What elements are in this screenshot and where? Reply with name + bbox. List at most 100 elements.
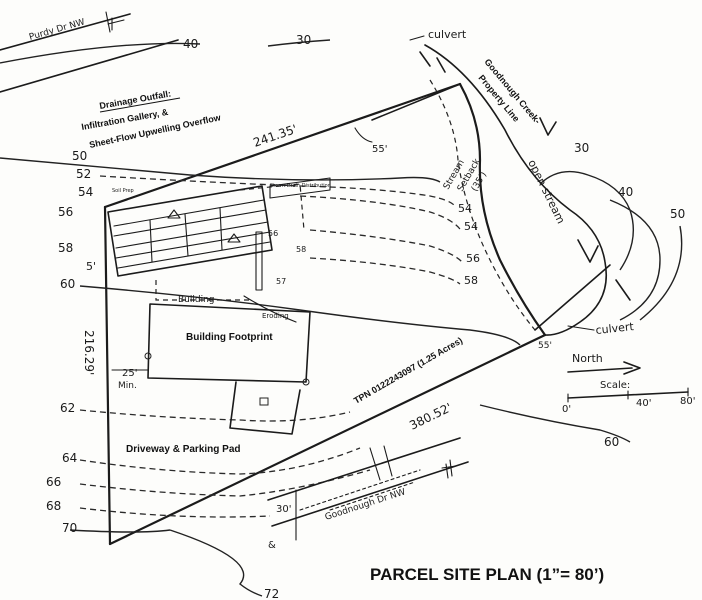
west-boundary-dim: 216.29': [82, 330, 96, 375]
contour-60-right: [479, 404, 631, 443]
creek-property-line: [458, 82, 547, 337]
scale-ticks: [567, 387, 689, 403]
gallery-rows: [113, 199, 271, 269]
contour-label-50-right: 50: [670, 207, 685, 221]
scale-label: Scale:: [600, 380, 630, 391]
contour-label-70: 70: [62, 521, 77, 535]
contour-70: [69, 529, 171, 533]
north-arrow-shaft: [567, 367, 633, 373]
contour-label-62: 62: [60, 401, 75, 415]
purdy-road: Purdy Dr NW: [0, 11, 179, 93]
contour-label-57: 57: [276, 277, 286, 286]
contour-68: [79, 507, 271, 518]
page-title: PARCEL SITE PLAN (1”= 80’): [370, 565, 604, 584]
contour-40-top: [0, 42, 201, 64]
gallery-triangle-icon: [167, 209, 241, 243]
contour-label-56b: 56: [268, 229, 278, 238]
eroding-label: Eroding: [262, 312, 289, 320]
stream-flow-arrow-icon: [539, 117, 557, 136]
contour-56: [309, 229, 463, 263]
contour-label-54-right: 54: [458, 202, 472, 215]
purdy-road-edge-1: [0, 13, 131, 51]
contour-label-56: 56: [58, 205, 73, 219]
driveway-outline: [229, 381, 301, 435]
contour-40-right: [609, 199, 661, 321]
angle-label-top: 55': [372, 144, 387, 155]
north-boundary-dim: 241.35': [251, 122, 298, 150]
building-corner-marker-2: [302, 378, 310, 386]
contour-64: [79, 447, 361, 475]
contour-label-68: 68: [46, 499, 61, 513]
gallery-note-a: Storm Drain Distribution: [270, 183, 331, 189]
contour-30-top: [267, 39, 331, 47]
goodnough-centerline: [299, 469, 421, 511]
five-foot-dim: 5': [86, 260, 96, 273]
contour-label-50: 50: [72, 149, 87, 163]
angle-line-bottom: [534, 264, 611, 331]
contour-label-58-right: 58: [464, 274, 478, 287]
goodnough-centerline-icon: [441, 459, 457, 479]
contour-label-54: 54: [78, 185, 93, 199]
gallery-dividers: [149, 207, 223, 263]
min-setback-unit: Min.: [118, 381, 137, 391]
building-footprint-label: Building Footprint: [186, 332, 273, 343]
contour-label-54b-right: 54: [464, 220, 478, 233]
drainage-outfall-underline: [99, 97, 181, 113]
angle-arc-top: [354, 127, 373, 143]
contour-label-58: 58: [58, 241, 73, 255]
gallery-riser: [255, 231, 263, 291]
gallery-connector: [239, 183, 305, 231]
contour-label-56-right: 56: [466, 252, 480, 265]
contour-50-right: [639, 225, 683, 321]
storm-drain-box: [269, 177, 331, 199]
culvert-bottom-label: culvert: [595, 320, 635, 337]
contour-58: [309, 257, 461, 285]
contour-label-52: 52: [76, 167, 91, 181]
contour-62: [79, 409, 351, 422]
scale-80: 80': [680, 396, 695, 407]
scale-0: 0': [562, 404, 571, 415]
drainage-outfall-label: Drainage Outfall: Infiltration Gallery, …: [81, 89, 223, 150]
tpn-label: TPN 0122243097 (1.25 Acres): [352, 335, 464, 406]
contour-label-58b: 58: [296, 245, 306, 254]
stream-setback-line: [429, 79, 536, 331]
open-stream-label: open stream: [525, 158, 567, 226]
gallery-note-b: Soil Prep: [112, 188, 134, 194]
contour-66: [79, 469, 371, 497]
culvert-top-label: culvert: [428, 28, 467, 41]
north-boundary-line: [103, 82, 462, 209]
contour-50: [0, 157, 441, 183]
culvert-top-icon: [419, 51, 446, 73]
south-boundary-line: [108, 333, 547, 546]
contour-label-30-right: 30: [574, 141, 589, 155]
goodnough-road: Goodnough Dr NW: [267, 437, 469, 527]
driveway-label: Driveway & Parking Pad: [126, 444, 241, 455]
south-boundary-dim: 380.52': [407, 400, 454, 432]
contour-label-66: 66: [46, 475, 61, 489]
scale-40: 40': [636, 398, 651, 409]
goodnough-road-edge-1: [267, 437, 461, 501]
contour-label-64: 64: [62, 451, 77, 465]
ampersand-mark: &: [268, 540, 276, 551]
open-stream-line: [424, 44, 607, 336]
angle-line-top: [371, 83, 461, 121]
culvert-bottom-icon: [615, 279, 631, 301]
contour-label-72: 72: [264, 587, 279, 600]
driveway-access-line-2: [383, 445, 393, 477]
building-corner-marker: [144, 352, 152, 360]
angle-label-bottom: 55': [538, 341, 552, 351]
contour-72: [169, 529, 263, 597]
contour-label-60: 60: [60, 277, 75, 291]
building-small-label: Building: [178, 295, 215, 305]
contour-label-30-top: 30: [296, 33, 311, 47]
contour-60: [79, 285, 521, 346]
purdy-centerline-icon: [105, 11, 125, 33]
contour-30-right: [539, 170, 635, 271]
building-dashed-outline: [155, 280, 252, 301]
contour-52: [99, 175, 456, 207]
gallery-outline: [107, 185, 273, 277]
contour-54: [299, 195, 463, 233]
purdy-road-label: Purdy Dr NW: [28, 17, 86, 42]
